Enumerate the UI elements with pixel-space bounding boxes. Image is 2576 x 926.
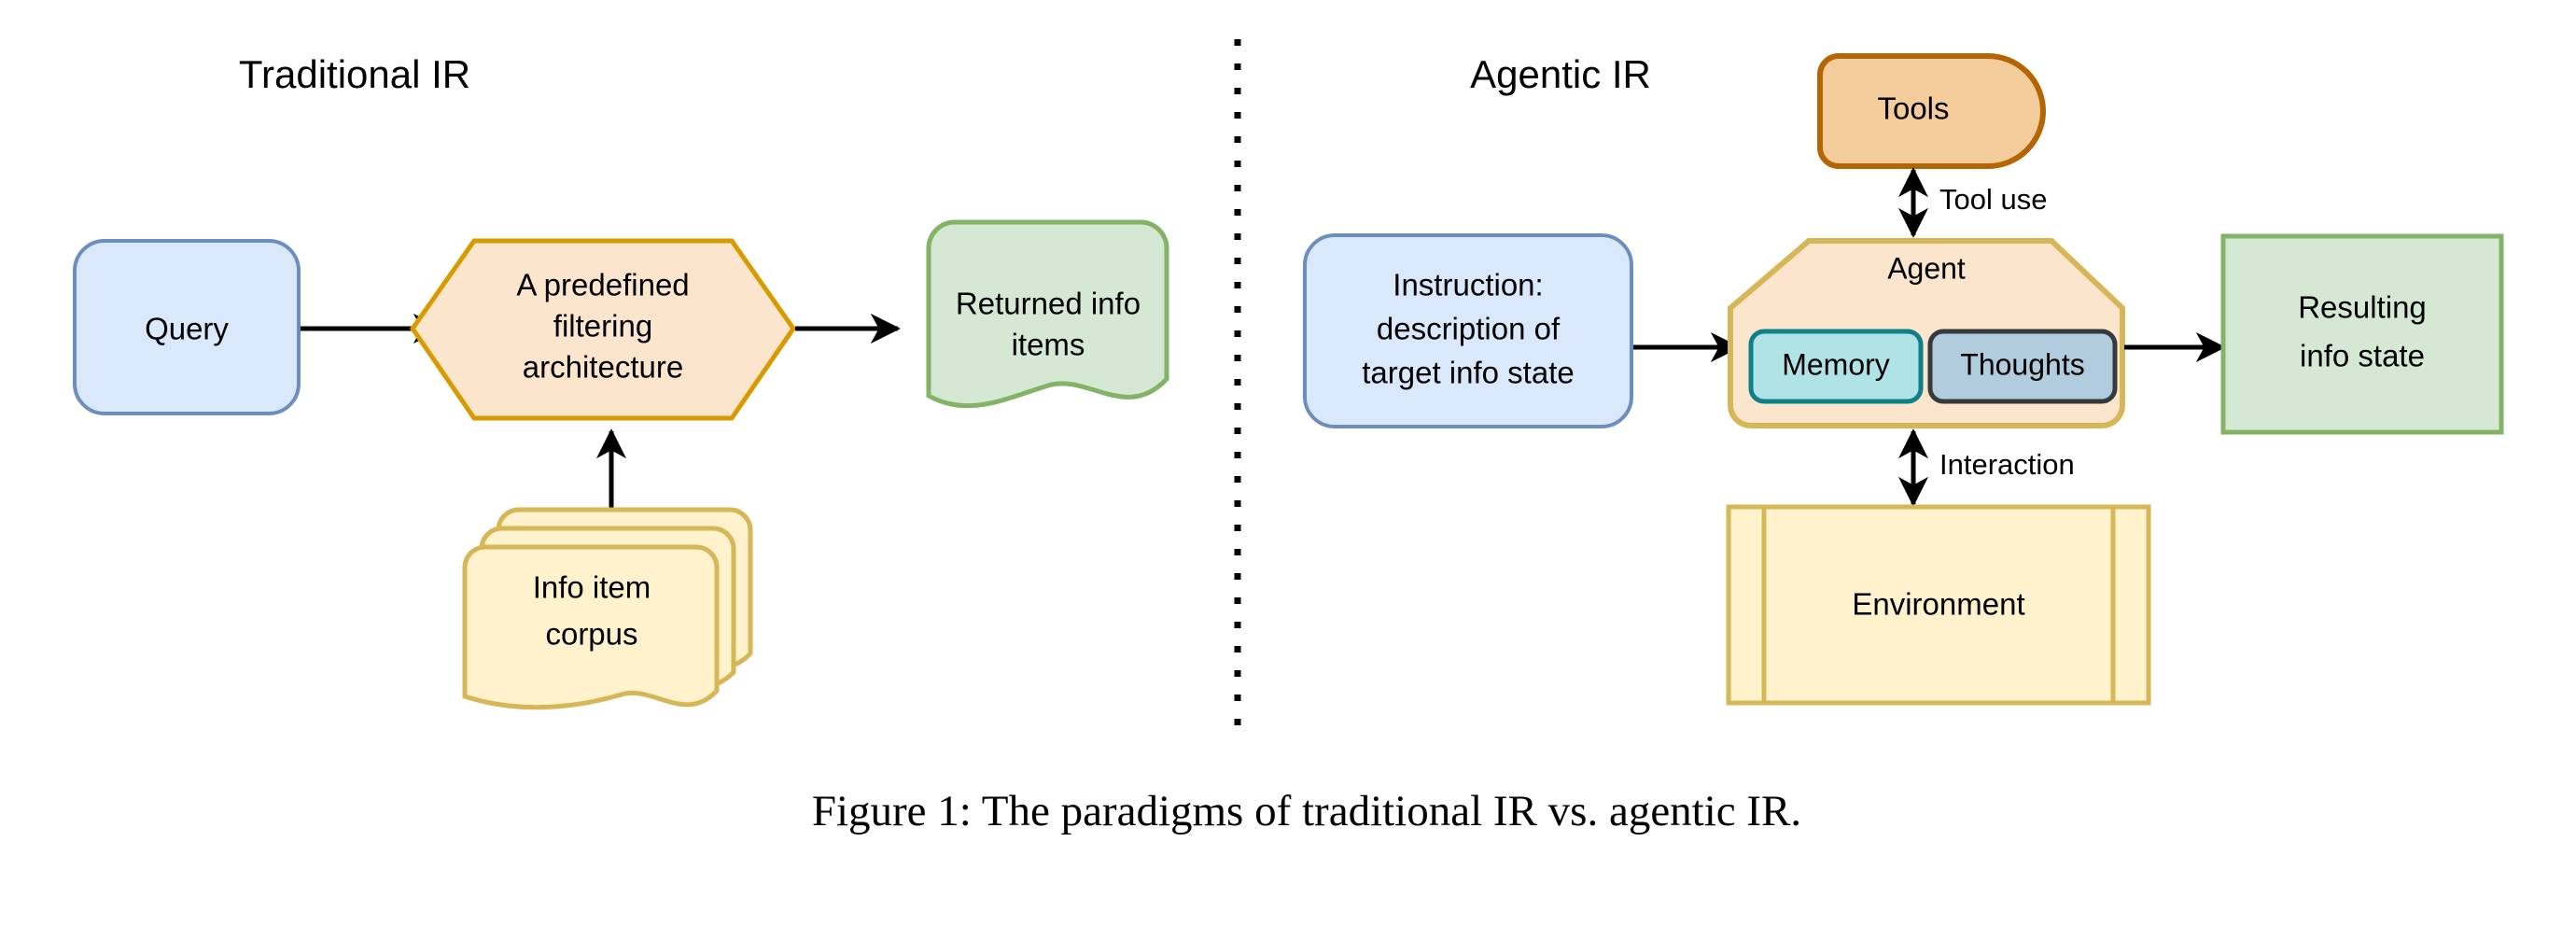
node-agent-thoughts[interactable]: Thoughts — [1927, 329, 2118, 404]
returned-label-line1: Returned info — [956, 287, 1141, 321]
filter-label-line2: filtering — [553, 309, 652, 344]
memory-label: Memory — [1782, 347, 1890, 381]
returned-label-line2: items — [1012, 328, 1085, 362]
node-agent[interactable]: Agent Memory Thoughts — [1728, 238, 2125, 428]
node-filtering-architecture[interactable]: A predefined filtering architecture — [409, 238, 797, 421]
result-shape — [2220, 233, 2504, 435]
edge-tool-use-label: Tool use — [1939, 183, 2047, 216]
edge-interaction-label: Interaction — [1939, 448, 2075, 481]
thoughts-shape — [1927, 329, 2118, 404]
node-info-item-corpus[interactable]: Info item corpus — [462, 507, 753, 710]
node-resulting-info-state[interactable]: Resulting info state — [2220, 233, 2504, 435]
instruction-label-line1: Instruction: — [1393, 268, 1543, 302]
filter-hexagon-shape — [409, 238, 797, 421]
corpus-sheet-front — [462, 544, 720, 710]
query-label: Query — [145, 312, 229, 346]
node-instruction[interactable]: Instruction: description of target info … — [1303, 233, 1633, 428]
query-shape — [73, 239, 301, 415]
panel-title-left: Traditional IR — [239, 52, 470, 96]
returned-doc-shape — [926, 219, 1169, 409]
result-label-line1: Resulting — [2298, 290, 2427, 325]
instruction-label-line2: description of — [1377, 312, 1561, 346]
figure-caption: Figure 1: The paradigms of traditional I… — [812, 787, 1801, 835]
environment-label: Environment — [1852, 587, 2024, 622]
node-environment[interactable]: Environment — [1726, 504, 2151, 706]
node-agent-memory[interactable]: Memory — [1748, 329, 1924, 404]
node-query[interactable]: Query — [73, 239, 301, 415]
instruction-label-line3: target info state — [1362, 356, 1574, 390]
environment-shape — [1726, 504, 2151, 706]
result-label-line2: info state — [2300, 339, 2425, 373]
corpus-label-line1: Info item — [533, 570, 651, 605]
tools-shape — [1817, 53, 2046, 169]
agent-label: Agent — [1887, 251, 1966, 285]
node-returned-info-items[interactable]: Returned info items — [926, 219, 1169, 409]
panel-title-right: Agentic IR — [1470, 52, 1651, 96]
thoughts-label: Thoughts — [1960, 347, 2084, 381]
filter-label-line3: architecture — [523, 350, 683, 385]
instruction-shape — [1303, 233, 1633, 428]
corpus-label-line2: corpus — [545, 617, 637, 652]
memory-shape — [1748, 329, 1924, 404]
filter-label-line1: A predefined — [516, 268, 689, 302]
tools-label: Tools — [1877, 91, 1949, 126]
node-tools[interactable]: Tools — [1817, 53, 2046, 169]
